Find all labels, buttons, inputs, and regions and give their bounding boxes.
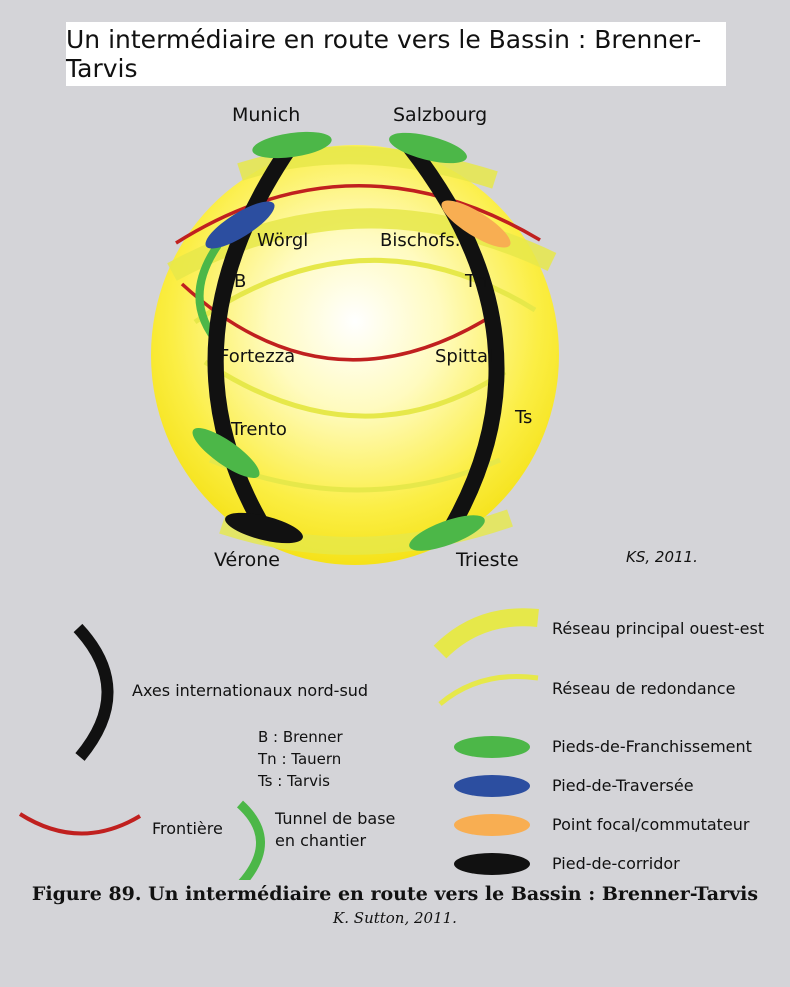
label-munich: Munich xyxy=(232,104,300,126)
border-north xyxy=(175,184,541,245)
node-bischofs xyxy=(441,200,511,248)
node-trento xyxy=(192,428,260,478)
legend-tunnel-line2: en chantier xyxy=(275,831,367,850)
caption-main: Figure 89. Un intermédiaire en route ver… xyxy=(31,883,759,905)
legend-redundancy-symbol xyxy=(438,673,539,706)
redundancy-arc-2 xyxy=(203,359,507,419)
node-worgl xyxy=(205,201,275,249)
title-box: Un intermédiaire en route vers le Bassin… xyxy=(66,22,726,86)
legend-abbrev-b: B : Brenner xyxy=(258,728,343,746)
legend-point-focal-label: Point focal/commutateur xyxy=(552,815,750,834)
caption-sub: K. Sutton, 2011. xyxy=(333,909,457,927)
legend-pied-traversee-label: Pied-de-Traversée xyxy=(552,776,694,795)
legend-axes-label: Axes internationaux nord-sud xyxy=(132,681,368,700)
credit: KS, 2011. xyxy=(626,548,698,566)
legend-abbrev-tn: Tn : Tauern xyxy=(257,750,341,768)
node-munich xyxy=(252,131,332,159)
legend-axis-symbol xyxy=(73,623,114,761)
legend-tunnel-symbol xyxy=(236,800,265,880)
node-trieste xyxy=(409,515,485,551)
legend-blue-ellipse xyxy=(454,775,530,797)
label-salzbourg: Salzbourg xyxy=(393,104,487,126)
node-verone xyxy=(225,512,303,544)
label-b: B xyxy=(234,271,246,292)
legend-tunnel-line1: Tunnel de base xyxy=(274,809,395,828)
legend-pieds-franchissement-label: Pieds-de-Franchissement xyxy=(552,737,752,756)
label-bischofs: Bischofs. xyxy=(380,230,460,251)
diagram-canvas: Munich Salzbourg Wörgl Bischofs. B Tn Fo… xyxy=(18,104,764,880)
label-trieste: Trieste xyxy=(455,549,519,571)
axis-brenner xyxy=(207,139,298,538)
legend-border-label: Frontière xyxy=(152,819,223,838)
label-trento: Trento xyxy=(230,419,287,440)
label-fortezza: Fortezza xyxy=(219,346,295,367)
node-salzbourg xyxy=(389,132,467,164)
legend-border-symbol xyxy=(18,812,142,836)
figure-caption: Figure 89. Un intermédiaire en route ver… xyxy=(0,883,790,927)
legend-green-ellipse xyxy=(454,736,530,758)
sphere xyxy=(151,145,559,565)
legend-pied-corridor-label: Pied-de-corridor xyxy=(552,854,680,873)
legend-redundancy-label: Réseau de redondance xyxy=(552,679,735,698)
legend-abbrev-ts: Ts : Tarvis xyxy=(257,772,330,790)
legend-black-ellipse xyxy=(454,853,530,875)
label-spittal: Spittal xyxy=(435,346,493,367)
label-tn: Tn xyxy=(464,271,487,292)
label-worgl: Wörgl xyxy=(257,230,308,251)
legend-orange-ellipse xyxy=(454,814,530,836)
legend-main-network-symbol xyxy=(433,608,539,659)
label-verone: Vérone xyxy=(214,549,280,571)
legend-main-network-label: Réseau principal ouest-est xyxy=(552,619,764,638)
axis-tauern-tarvis xyxy=(402,139,505,538)
diagram-title: Un intermédiaire en route vers le Bassin… xyxy=(66,25,702,83)
label-ts: Ts xyxy=(514,407,532,428)
